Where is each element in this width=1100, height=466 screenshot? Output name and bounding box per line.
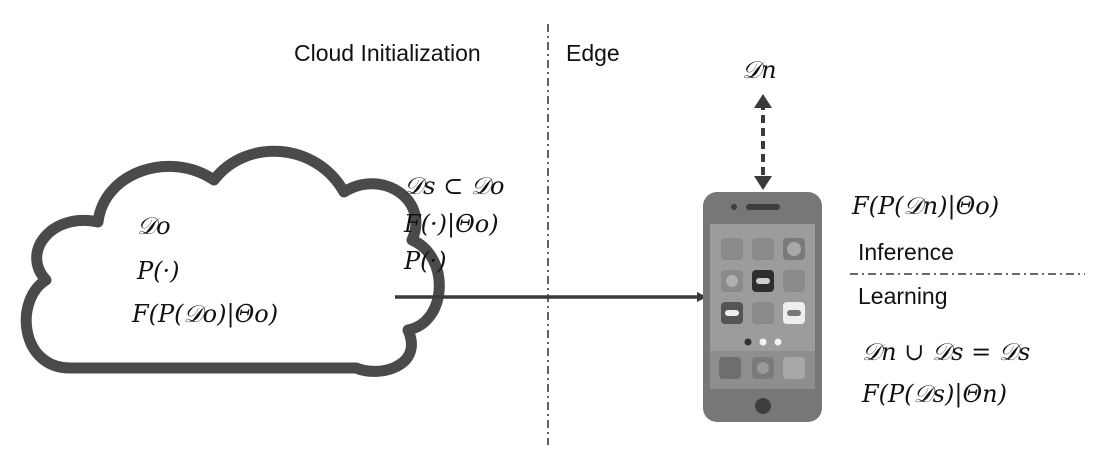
transfer-model-label: F(·)|Θo) xyxy=(403,210,499,239)
inference-label: Inference xyxy=(858,239,954,265)
cloud-model-label: F(P(𝒟o)|Θo) xyxy=(131,300,278,329)
transfer-preprocessing-label: P(·) xyxy=(403,247,447,275)
down-arrowhead-icon xyxy=(754,176,772,190)
learning-label: Learning xyxy=(858,283,948,309)
cloud-initialization-label: Cloud Initialization xyxy=(294,40,481,66)
up-arrowhead-icon xyxy=(754,94,772,108)
inference-formula: F(P(𝒟n)|Θo) xyxy=(851,192,999,221)
smartphone-icon xyxy=(703,192,822,422)
edge-label: Edge xyxy=(566,40,620,66)
learning-model-formula: F(P(𝒟s)|Θn) xyxy=(861,380,1007,409)
transfer-subset-label: 𝒟s ⊂ 𝒟o xyxy=(404,172,504,200)
learning-union-formula: 𝒟n ∪ 𝒟s = 𝒟s xyxy=(862,338,1030,366)
cloud-preprocessing-label: P(·) xyxy=(136,257,180,285)
cloud-icon xyxy=(20,145,445,377)
cloud-dataset-label: 𝒟o xyxy=(137,212,171,240)
new-data-label: 𝒟n xyxy=(742,56,777,84)
